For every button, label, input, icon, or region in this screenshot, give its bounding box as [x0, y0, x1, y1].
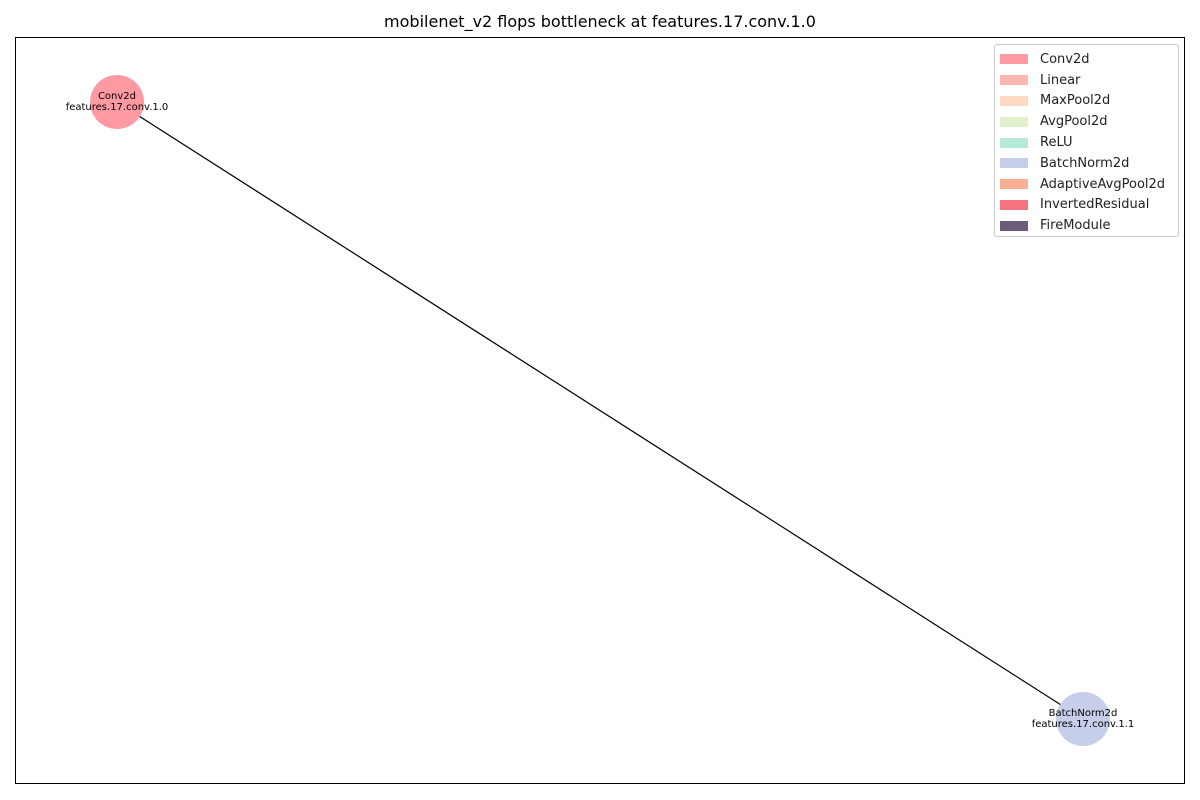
- legend-swatch: [1000, 95, 1028, 106]
- diagram-title: mobilenet_v2 flops bottleneck at feature…: [384, 12, 816, 31]
- legend-item-firemodule: FireModule: [1000, 215, 1178, 236]
- legend-swatch: [1000, 54, 1028, 65]
- legend-swatch: [1000, 75, 1028, 86]
- legend-label: AvgPool2d: [1040, 114, 1108, 130]
- legend-item-conv2d: Conv2d: [1000, 49, 1178, 70]
- node-type-label: BatchNorm2d: [1049, 708, 1118, 719]
- legend-swatch: [1000, 179, 1028, 190]
- legend-label: AdaptiveAvgPool2d: [1040, 176, 1166, 192]
- graph-node-conv2d[interactable]: Conv2d features.17.conv.1.0: [66, 75, 169, 129]
- legend-label: MaxPool2d: [1040, 93, 1111, 109]
- legend-item-maxpool2d: MaxPool2d: [1000, 91, 1178, 112]
- legend-label: FireModule: [1040, 218, 1111, 234]
- graph-edge: [116, 101, 1084, 720]
- legend-item-invertedresidual: InvertedResidual: [1000, 195, 1178, 216]
- legend: Conv2d Linear MaxPool2d AvgPool2d ReLU B…: [994, 44, 1179, 237]
- legend-label: Conv2d: [1040, 51, 1090, 67]
- node-circle: [1056, 692, 1110, 746]
- legend-label: Linear: [1040, 72, 1081, 88]
- legend-swatch: [1000, 220, 1028, 231]
- legend-label: ReLU: [1040, 135, 1073, 151]
- plot-frame: [15, 37, 1185, 784]
- legend-item-relu: ReLU: [1000, 132, 1178, 153]
- node-type-label: Conv2d: [98, 91, 136, 102]
- legend-label: BatchNorm2d: [1040, 155, 1130, 171]
- legend-item-linear: Linear: [1000, 70, 1178, 91]
- legend-swatch: [1000, 116, 1028, 127]
- legend-label: InvertedResidual: [1040, 197, 1150, 213]
- legend-swatch: [1000, 158, 1028, 169]
- legend-item-avgpool2d: AvgPool2d: [1000, 111, 1178, 132]
- legend-item-batchnorm2d: BatchNorm2d: [1000, 153, 1178, 174]
- legend-swatch: [1000, 199, 1028, 210]
- node-name-label: features.17.conv.1.1: [1032, 719, 1135, 730]
- node-name-label: features.17.conv.1.0: [66, 102, 169, 113]
- legend-swatch: [1000, 137, 1028, 148]
- node-circle: [90, 75, 144, 129]
- legend-item-adaptiveavgpool2d: AdaptiveAvgPool2d: [1000, 174, 1178, 195]
- graph-node-batchnorm2d[interactable]: BatchNorm2d features.17.conv.1.1: [1032, 692, 1135, 746]
